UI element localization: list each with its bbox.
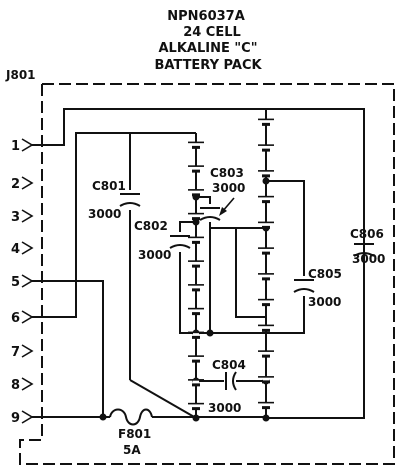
left-battery-cell bbox=[188, 212, 204, 221]
right-battery-cell bbox=[258, 298, 274, 307]
right-battery-cell bbox=[258, 350, 274, 358]
right-battery-cell bbox=[258, 144, 274, 152]
c806-ref-label: C806 bbox=[350, 227, 384, 241]
right-battery-cell bbox=[258, 195, 274, 204]
enclosure-outline bbox=[19, 83, 395, 465]
c801-ref-label: C801 bbox=[92, 179, 126, 193]
title-cell-count: 24 CELL bbox=[183, 25, 241, 40]
pin-3: 3 bbox=[11, 209, 34, 225]
pin-9: 9 bbox=[11, 410, 34, 426]
title-description: BATTERY PACK bbox=[154, 58, 262, 73]
junction-dots bbox=[99, 177, 270, 422]
pin-4: 4 bbox=[11, 241, 34, 257]
pin-2: 2 bbox=[11, 176, 34, 192]
c805-ref-label: C805 bbox=[308, 267, 342, 281]
pin-7-label: 7 bbox=[11, 345, 20, 360]
pin-3-label: 3 bbox=[11, 210, 20, 225]
left-battery-cell bbox=[188, 379, 204, 387]
c803-ref-label: C803 bbox=[210, 166, 244, 180]
fuse-f801 bbox=[109, 408, 153, 426]
battery-string-right bbox=[258, 109, 274, 418]
left-battery-cell bbox=[188, 165, 204, 173]
left-battery-cell bbox=[188, 141, 204, 149]
left-battery-cell bbox=[188, 402, 204, 411]
pin-8-label: 8 bbox=[11, 378, 20, 393]
pin-4-label: 4 bbox=[11, 242, 20, 257]
pin-1-label: 1 bbox=[11, 139, 20, 154]
right-battery-cell bbox=[258, 376, 274, 384]
connector-pins: 1 2 3 4 5 6 7 8 bbox=[11, 138, 34, 426]
pin-8: 8 bbox=[11, 377, 34, 393]
left-battery-cell bbox=[188, 331, 204, 339]
left-battery-cell bbox=[188, 236, 204, 244]
capacitor-c804 bbox=[225, 371, 237, 391]
title-part-number: NPN6037A bbox=[167, 9, 245, 24]
fuse-ref-label: F801 bbox=[118, 427, 151, 441]
c802-ref-label: C802 bbox=[134, 219, 168, 233]
fuse-rating-label: 5A bbox=[123, 443, 141, 457]
pin-2-label: 2 bbox=[11, 177, 20, 192]
connector-label: J801 bbox=[5, 68, 36, 82]
right-battery-cell bbox=[258, 221, 274, 229]
pin-7: 7 bbox=[11, 344, 34, 360]
capacitor-c803 bbox=[199, 197, 235, 221]
right-battery-cell bbox=[258, 273, 274, 281]
right-battery-cell bbox=[258, 247, 274, 255]
left-battery-cell bbox=[188, 260, 204, 268]
capacitor-c805 bbox=[293, 279, 315, 293]
battery-string-left bbox=[188, 133, 204, 418]
right-battery-cell bbox=[258, 401, 274, 410]
pin-9-label: 9 bbox=[11, 411, 20, 426]
right-battery-cell bbox=[258, 324, 274, 332]
c804-ref-label: C804 bbox=[212, 358, 246, 372]
c802-value-label: 3000 bbox=[138, 248, 171, 262]
pin-6: 6 bbox=[11, 310, 34, 326]
c805-value-label: 3000 bbox=[308, 295, 341, 309]
left-battery-cell bbox=[188, 284, 204, 292]
c806-value-label: 3000 bbox=[352, 252, 385, 266]
capacitor-c806 bbox=[353, 243, 375, 257]
title-battery-type: ALKALINE "C" bbox=[159, 41, 258, 56]
pin-5-label: 5 bbox=[11, 275, 20, 290]
left-battery-cell bbox=[188, 189, 204, 197]
left-battery-cell bbox=[188, 355, 204, 363]
left-battery-cell bbox=[188, 307, 204, 316]
pin-1: 1 bbox=[11, 138, 34, 154]
right-battery-cell bbox=[258, 170, 274, 178]
pin-5: 5 bbox=[11, 274, 34, 290]
c803-value-label: 3000 bbox=[212, 181, 245, 195]
pin-6-label: 6 bbox=[11, 311, 20, 326]
c804-value-label: 3000 bbox=[208, 401, 241, 415]
capacitor-c802 bbox=[169, 235, 191, 249]
capacitor-c801 bbox=[119, 193, 141, 207]
c801-value-label: 3000 bbox=[88, 207, 121, 221]
right-battery-cell bbox=[258, 118, 274, 126]
